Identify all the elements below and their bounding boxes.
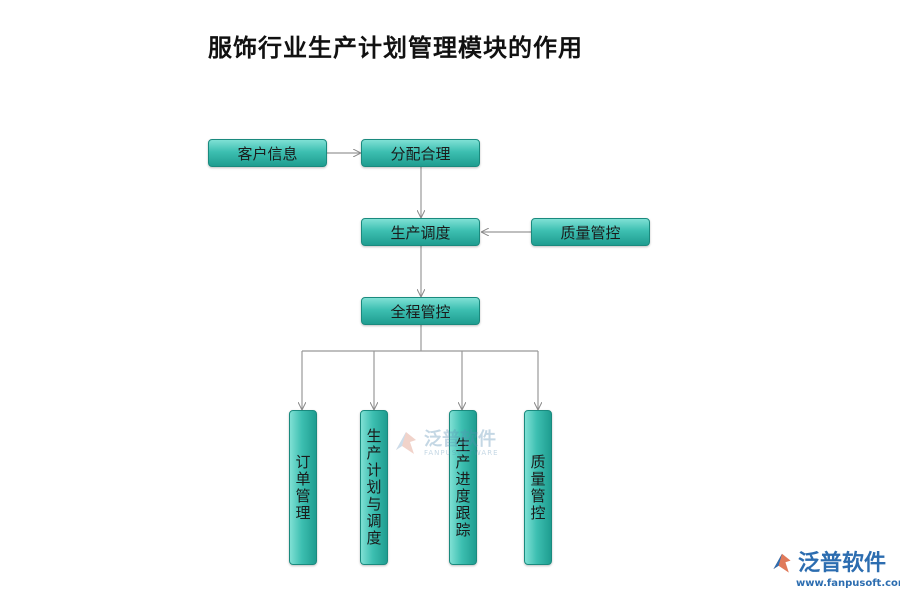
node-production-dispatch: 生产调度 [361,218,480,246]
node-customer-info: 客户信息 [208,139,327,167]
node-label: 生产进度跟踪 [453,436,472,539]
node-label: 质量管控 [528,453,547,522]
node-label: 分配合理 [390,144,451,163]
node-label: 生产计划与调度 [364,428,383,547]
node-label: 质量管控 [560,223,621,242]
brand-logo-url: www.fanpusoft.com [796,578,900,589]
node-full-process-control: 全程管控 [361,297,480,325]
watermark-logo-icon [396,432,416,454]
node-allocation: 分配合理 [361,139,480,167]
watermark-text: 泛普软件 [424,429,496,450]
node-label: 全程管控 [390,302,451,321]
node-order-management: 订单管理 [289,410,317,565]
brand-logo-icon [773,553,791,573]
brand-logo-text: 泛普软件 [798,551,887,576]
diagram-title: 服饰行业生产计划管理模块的作用 [208,33,583,62]
watermark: 泛普软件 FANPUSOFTWARE [392,430,499,458]
watermark-subtext: FANPUSOFTWARE [424,449,499,457]
brand-logo: 泛普软件 www.fanpusoft.com [770,551,900,589]
node-plan-and-dispatch: 生产计划与调度 [360,410,388,565]
node-quality-control-top: 质量管控 [531,218,650,246]
node-quality-control-bottom: 质量管控 [524,410,552,565]
node-progress-tracking: 生产进度跟踪 [449,410,477,565]
node-label: 生产调度 [390,223,451,242]
node-label: 客户信息 [237,144,298,163]
node-label: 订单管理 [293,453,312,522]
